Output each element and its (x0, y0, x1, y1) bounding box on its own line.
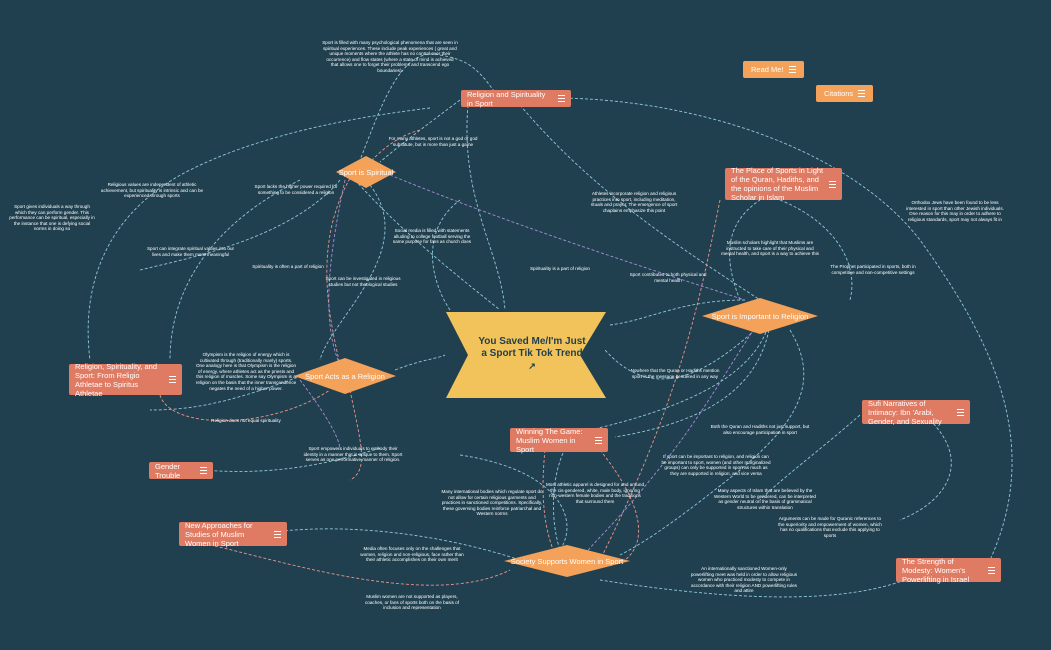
note-international: Many international bodies which regulate… (441, 489, 543, 517)
diamond-sport-acts-religion (294, 358, 396, 394)
node-label: Religion and Spirituality in Sport (467, 89, 546, 108)
notes-icon[interactable] (788, 66, 796, 73)
note-muslim-women: Muslim women are not supported as player… (365, 594, 459, 611)
node-place-of-sports[interactable]: The Place of Sports in Light of the Qura… (725, 166, 842, 202)
external-link-icon[interactable]: ↗ (528, 361, 536, 371)
note-scholars: Muslim scholars highlight that Muslims a… (721, 240, 819, 257)
diamond-supports-women (504, 545, 630, 577)
note-media-focuses: Media often focuses only on the challeng… (360, 546, 464, 563)
node-label: Citations (824, 89, 854, 98)
note-incorporate: Athletes incorporate religion and religi… (590, 191, 678, 213)
notes-icon[interactable] (558, 95, 565, 102)
note-powerlifting: An internationally sanctioned Women-only… (690, 566, 798, 594)
node-label: Religion, Spirituality, and Sport: From … (75, 361, 157, 398)
node-religion-spirituality[interactable]: Religion and Spirituality in Sport (461, 89, 571, 108)
notes-icon[interactable] (169, 376, 176, 383)
note-contributes: Sport contributes to both physical and m… (629, 272, 707, 283)
note-integrate-values: Sport can integrate spiritual values int… (146, 246, 235, 257)
node-label: Read Me! (751, 65, 784, 74)
note-part-of-religion: Spirituality is a part of religion (529, 266, 590, 271)
notes-icon[interactable] (988, 566, 995, 574)
node-label: Winning The Game: Muslim Women in Sport (516, 426, 583, 454)
notes-icon[interactable] (858, 90, 866, 97)
note-religious-values: Religious values are independent of athl… (100, 182, 204, 199)
note-empowers: Sport empowers individuals to embody the… (303, 446, 403, 463)
note-if-sport: If sport can be important to religion, a… (661, 454, 771, 476)
note-apparel: Most athletic apparel is designed for an… (545, 482, 645, 504)
diamond-sport-spiritual (336, 156, 396, 188)
notes-icon[interactable] (595, 436, 602, 444)
note-social-media: Social media is filled with statements a… (392, 228, 472, 245)
node-citations[interactable]: Citations (816, 85, 874, 102)
central-topic-shape (446, 312, 606, 398)
note-not-equal: Religion does not equal spirituality (211, 418, 281, 423)
notes-icon[interactable] (274, 530, 281, 538)
note-aspects-islam: Many aspects of Islam that are believed … (714, 488, 816, 510)
note-quranic: Arguments can be made for Quranic refere… (778, 516, 882, 538)
note-perform-gender: Sport gives individuals a way through wh… (9, 204, 95, 232)
diamond-sport-important (702, 298, 818, 334)
note-often-part: Spirituality is often a part of religion (252, 264, 324, 269)
node-winning-game[interactable]: Winning The Game: Muslim Women in Sport (510, 426, 608, 454)
note-prophet: The Prophet participated in sports, both… (830, 264, 916, 275)
node-label: The Strength of Modesty: Women's Powerli… (902, 556, 970, 584)
note-higher-power: Sport lacks the higher power required fo… (254, 184, 338, 195)
node-modesty[interactable]: The Strength of Modesty: Women's Powerli… (896, 556, 1001, 584)
node-gender-trouble[interactable]: Gender Trouble (149, 461, 213, 480)
notes-icon[interactable] (957, 408, 964, 416)
node-label: New Approaches for Studies of Muslim Wom… (185, 520, 253, 548)
node-label: Sufi Narratives of Intimacy: Ibn 'Arabi,… (868, 398, 942, 426)
notes-icon[interactable] (200, 467, 207, 474)
node-read-me[interactable]: Read Me! (743, 61, 804, 78)
notes-icon[interactable] (829, 180, 836, 188)
node-sufi[interactable]: Sufi Narratives of Intimacy: Ibn 'Arabi,… (862, 398, 970, 426)
note-olympism: Olympism is the religion of energy which… (195, 352, 297, 391)
node-label: The Place of Sports in Light of the Qura… (731, 166, 824, 202)
note-psychological: Sport is filled with many psychological … (322, 40, 458, 73)
node-new-approaches[interactable]: New Approaches for Studies of Muslim Wom… (179, 520, 287, 548)
note-both-quran: Both the Quran and Hadiths not just supp… (710, 424, 810, 435)
central-topic-label: You Saved Me/I'm Just a Sport Tik Tok Tr… (478, 336, 586, 359)
note-orthodox: Orthodox Jews have been found to be less… (906, 200, 1004, 222)
note-nowhere: Nowhere that the Quran or Hadiths mentio… (630, 368, 720, 379)
note-god-substitute: For many athletes, sport is not a god or… (388, 136, 478, 147)
note-investigated: Sport can be investigated in religious s… (325, 276, 401, 287)
node-religion-athletae[interactable]: Religion, Spirituality, and Sport: From … (69, 361, 182, 398)
node-label: Gender Trouble (155, 461, 181, 480)
central-topic[interactable]: You Saved Me/I'm Just a Sport Tik Tok Tr… (478, 336, 586, 373)
